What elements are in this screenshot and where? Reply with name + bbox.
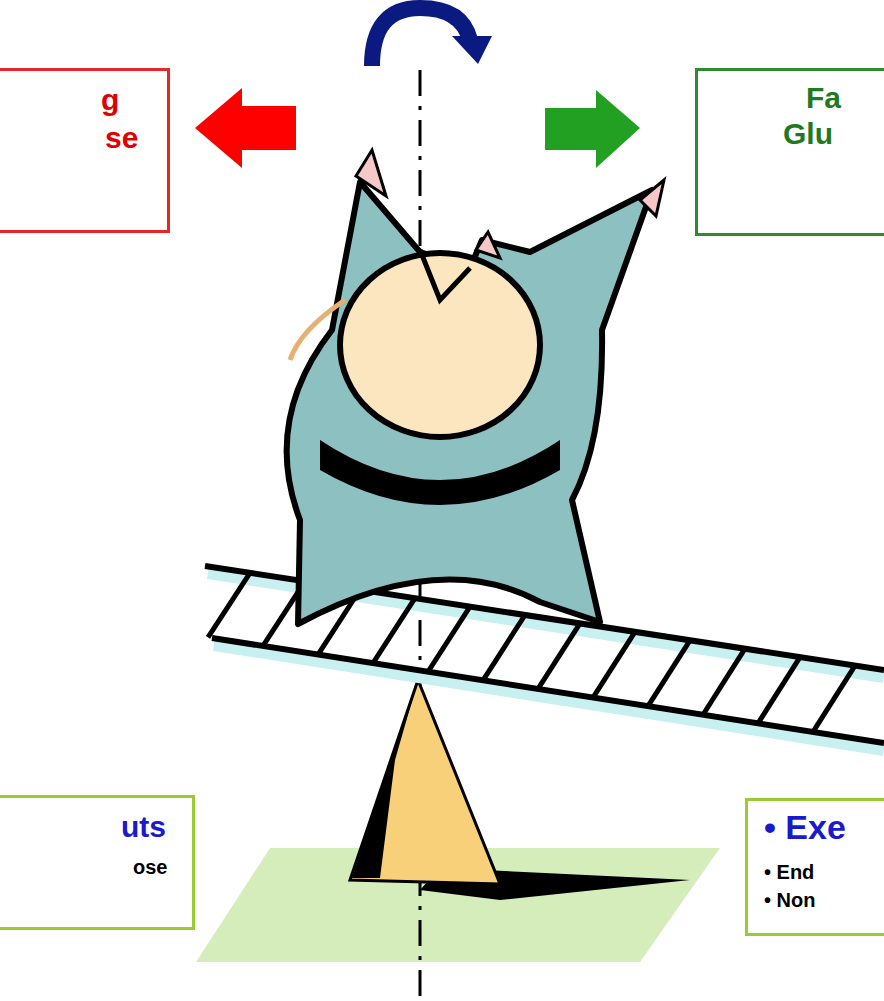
ladder-rung: [208, 573, 250, 637]
ladder-rung: [373, 598, 415, 663]
green-box: FaGlu: [695, 68, 884, 236]
figure-body: [287, 182, 652, 624]
input-box: uts ose: [0, 795, 195, 930]
fulcrum-cone: [350, 680, 500, 884]
ladder-rail-shadow: [214, 644, 884, 749]
ladder-rung: [758, 657, 800, 723]
figure-shadow: [320, 440, 560, 505]
box-text: • Non: [764, 889, 815, 911]
figure-arm: [420, 250, 470, 300]
box-heading: uts: [121, 810, 166, 843]
output-box: • Exe • End • Non: [745, 798, 884, 936]
figure-hand: [476, 232, 500, 258]
ladder-rung: [483, 615, 525, 680]
box-heading: g: [101, 83, 119, 116]
left-arrow: [195, 88, 296, 168]
box-text: ose: [133, 856, 167, 878]
ladder-rung: [593, 632, 635, 698]
figure-hair: [290, 300, 345, 360]
box-heading: Fa: [806, 81, 841, 114]
red-box: g se: [0, 68, 170, 233]
ladder-rung: [538, 623, 580, 689]
box-text: Glu: [783, 117, 833, 150]
box-text: se: [105, 121, 138, 154]
ladder-rung: [428, 607, 470, 672]
fulcrum-shade: [352, 680, 418, 878]
figure-head: [340, 253, 540, 437]
ladder-rung: [648, 640, 690, 706]
figure-hand: [640, 180, 664, 216]
box-heading: • Exe: [764, 809, 846, 846]
ladder-rail: [212, 638, 884, 743]
right-arrow: [545, 90, 640, 168]
rotation-arrowhead: [452, 36, 492, 64]
box-text: • End: [764, 861, 814, 883]
figure-hand: [356, 150, 386, 196]
ladder-rung: [813, 666, 855, 732]
ladder-rung: [703, 649, 745, 715]
